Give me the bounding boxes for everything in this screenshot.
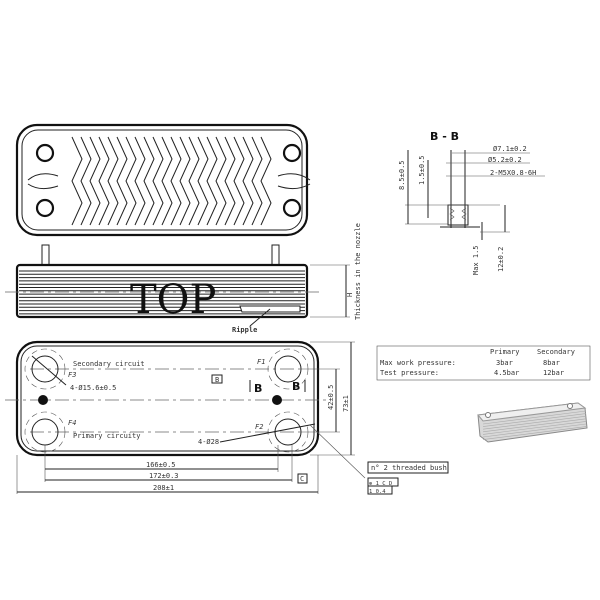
- section-marker-b-left: B: [254, 382, 262, 395]
- f2-label: F2: [255, 423, 263, 431]
- plate-top-view: [15, 123, 311, 237]
- thickness-label: Thickness in the nozzle: [354, 223, 362, 320]
- h-label: H: [346, 293, 354, 297]
- chevron-ridge: [197, 136, 209, 226]
- table-header-primary: Primary: [490, 348, 520, 356]
- chevron-ridge: [152, 136, 164, 226]
- outer-diameter-label: 4-Ø28: [198, 438, 219, 446]
- dim-d1: Ø7.1±0.2: [493, 145, 527, 153]
- table-cell: Test pressure:: [380, 369, 439, 377]
- chevron-ridge: [215, 136, 227, 226]
- datum-b: B: [215, 376, 219, 384]
- plate-bottom-view: Secondary circuit Primary circuity F3 F4…: [5, 340, 330, 457]
- dim-208: 208±1: [153, 484, 174, 492]
- chevron-ridge: [89, 136, 101, 226]
- render-plate-line: [482, 413, 587, 427]
- chevron-ridge: [233, 136, 245, 226]
- dim-thread: 2-M5X0.8-6H: [490, 169, 536, 177]
- chevron-ridge: [251, 136, 263, 226]
- chevron-ridge: [242, 136, 254, 226]
- dim-166: 166±0.5: [146, 461, 176, 469]
- chevron-ridge: [125, 136, 137, 226]
- chevron-ridge: [80, 136, 92, 226]
- render-plate-line: [482, 423, 587, 438]
- port-circle: [282, 143, 302, 163]
- ripple-label: Ripple: [232, 326, 257, 334]
- table-cell: 8bar: [543, 359, 560, 367]
- primary-circuit-label: Primary circuity: [73, 432, 140, 440]
- chevron-ridge: [224, 136, 236, 226]
- table-cell: 12bar: [543, 369, 564, 377]
- chevron-ridge: [170, 136, 182, 226]
- section-b-b: B - B Ø7.1±0.2 Ø5.2±0.2 2-M5X0.8-6H 8.5±…: [398, 130, 545, 275]
- chevron-ridge: [260, 136, 272, 226]
- chevron-pattern: [71, 136, 272, 226]
- chevron-ridge: [71, 136, 83, 226]
- threaded-bush: [272, 395, 282, 405]
- product-3d-image: [477, 402, 588, 443]
- dim-42: 42±0.5: [327, 385, 335, 410]
- threaded-bush-note: n° 2 threaded bush ⊕ 1 C D 1 0.4: [367, 461, 449, 495]
- chevron-ridge: [134, 136, 146, 226]
- table-cell: 3bar: [496, 359, 513, 367]
- dim-max: Max 1.5: [472, 245, 480, 275]
- dim-h2: 1.5±0.5: [418, 155, 426, 185]
- threaded-bush-label: n° 2 threaded bush: [371, 464, 447, 472]
- chevron-ridge: [107, 136, 119, 226]
- tolerance-row-1: ⊕ 1 C D: [369, 481, 392, 487]
- render-plate-line: [482, 426, 587, 440]
- chevron-ridge: [206, 136, 218, 226]
- render-plate-line: [482, 421, 587, 435]
- port-diameter-label: 4-Ø15.6±0.5: [70, 384, 116, 392]
- render-plate-line: [482, 415, 587, 430]
- secondary-circuit-label: Secondary circuit: [73, 360, 145, 368]
- table-cell: 4.5bar: [494, 369, 519, 377]
- plate-side-view: TOP Ripple H Thickness in the nozzle: [5, 223, 362, 334]
- chevron-ridge: [179, 136, 191, 226]
- tolerance-row-2: 1 0.4: [369, 489, 386, 495]
- dimensions: 166±0.5 172±0.3 208±1 C 42±0.5 73±1: [16, 341, 366, 494]
- chevron-ridge: [161, 136, 173, 226]
- f1-label: F1: [257, 358, 265, 366]
- port-circle: [35, 143, 55, 163]
- dim-h3: 12±0.2: [497, 247, 505, 272]
- dim-d2: Ø5.2±0.2: [488, 156, 522, 164]
- top-label: TOP: [130, 277, 216, 323]
- chevron-ridge: [143, 136, 155, 226]
- pressure-table: Primary Secondary Max work pressure: 3ba…: [376, 345, 591, 381]
- render-plate-line: [482, 410, 587, 425]
- table-cell: Max work pressure:: [380, 359, 456, 367]
- dim-172: 172±0.3: [149, 472, 179, 480]
- f4-label: F4: [68, 419, 76, 427]
- chevron-ridge: [98, 136, 110, 226]
- section-title: B - B: [430, 130, 459, 143]
- dim-73: 73±1: [342, 395, 350, 412]
- port-circle: [282, 198, 302, 218]
- dim-h1: 8.5±0.5: [398, 160, 406, 190]
- chevron-ridge: [116, 136, 128, 226]
- table-header-secondary: Secondary: [537, 348, 575, 356]
- datum-c: C: [300, 475, 304, 483]
- threaded-bush: [38, 395, 48, 405]
- port-circle: [35, 198, 55, 218]
- section-marker-b-right: B: [292, 380, 300, 393]
- port-f3: [31, 355, 59, 383]
- render-plate-line: [482, 418, 587, 433]
- f3-label: F3: [68, 371, 76, 379]
- chevron-ridge: [188, 136, 200, 226]
